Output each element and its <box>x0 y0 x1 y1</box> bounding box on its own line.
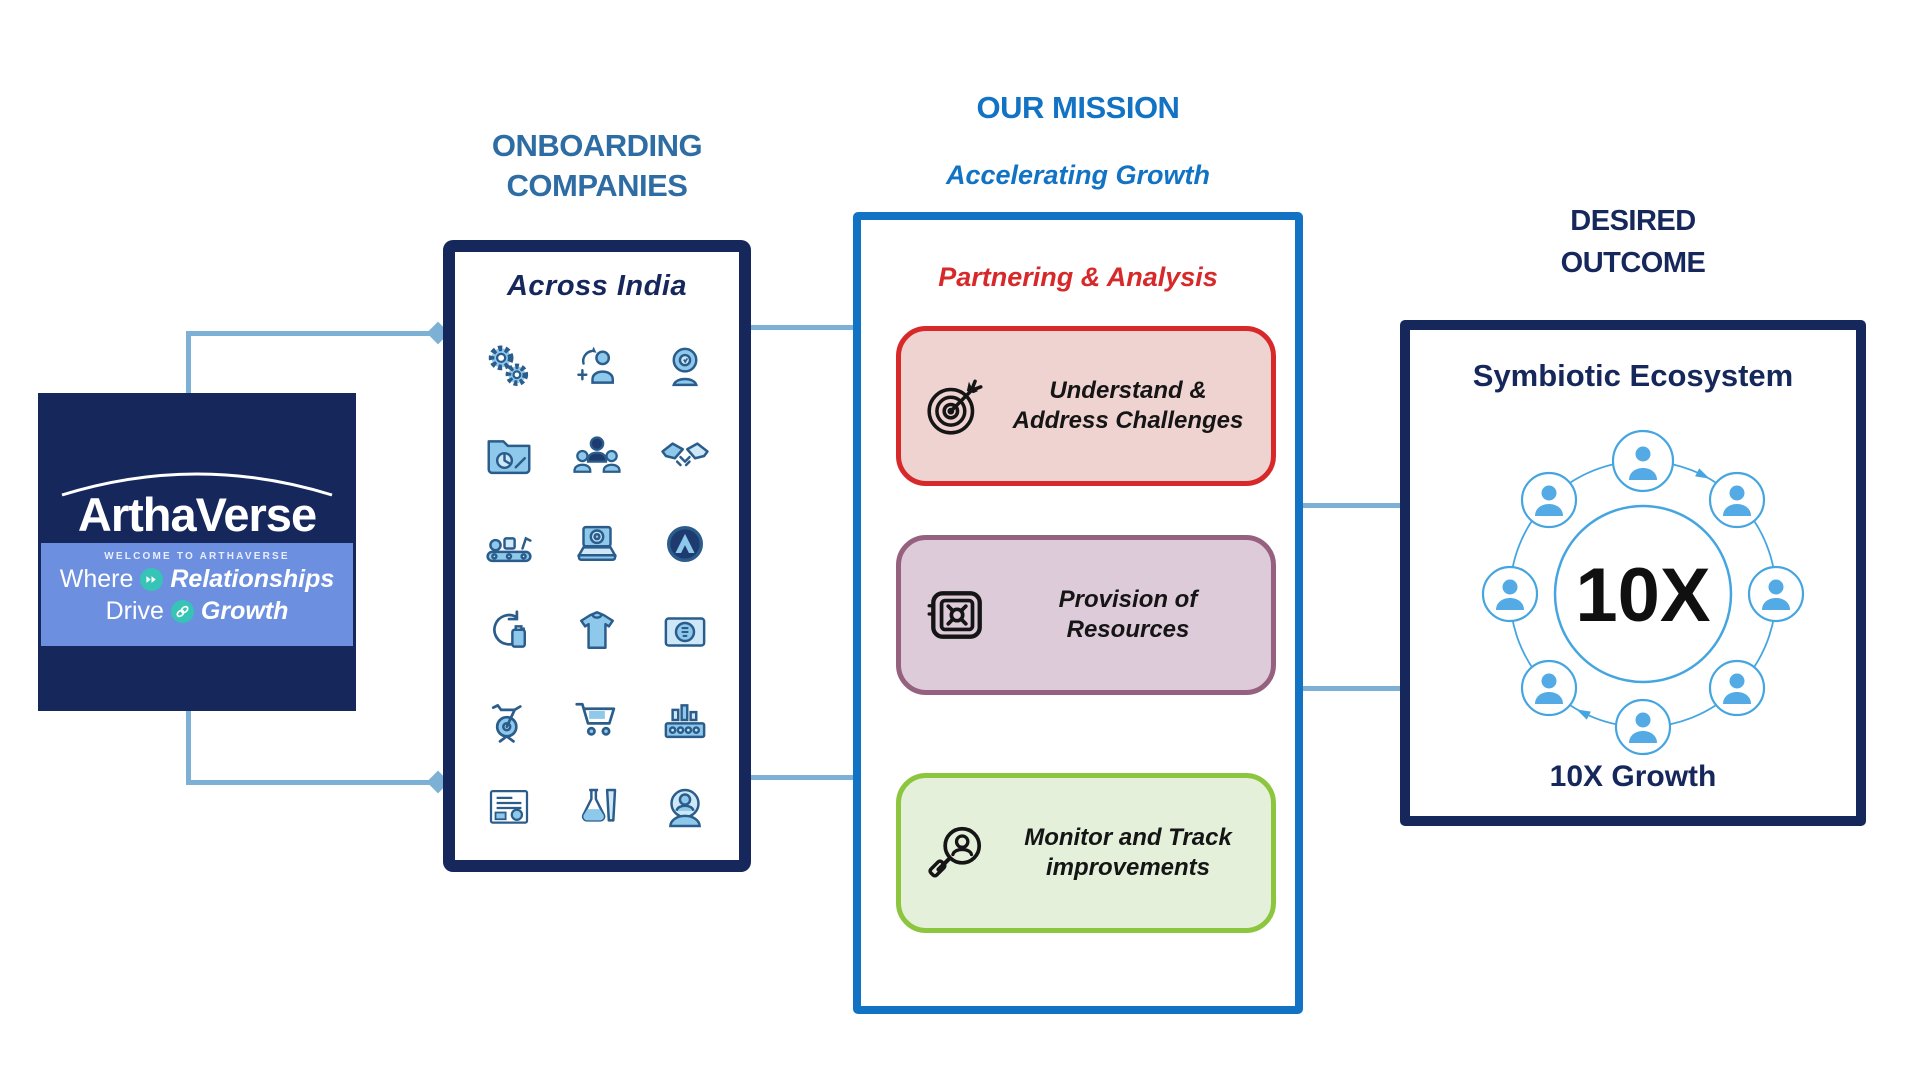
mission-card-2: Provision of Resources <box>896 535 1276 695</box>
connector-logo-top-vertical <box>186 333 191 395</box>
connector-mission-outcome-top <box>1298 503 1402 508</box>
shopping-cart-icon <box>569 692 625 748</box>
handshake-icon <box>657 428 713 484</box>
person-node <box>1520 659 1578 717</box>
apparel-icon <box>569 604 625 660</box>
outcome-title: DESIRED OUTCOME <box>1458 200 1808 284</box>
outcome-heading: Symbiotic Ecosystem <box>1472 358 1794 393</box>
target-icon <box>923 373 989 439</box>
onboarding-icon-grid <box>465 324 729 852</box>
person-node <box>1747 565 1805 623</box>
ecosystem-diagram: 10X <box>1481 429 1805 756</box>
project-folder-icon <box>481 428 537 484</box>
connector-logo-bottom-vertical <box>186 710 191 784</box>
connector-mission-outcome-bottom <box>1298 686 1402 691</box>
person-node <box>1614 698 1672 756</box>
person-node <box>1708 659 1766 717</box>
tagline-word-drive: Drive <box>105 597 164 625</box>
mission-box: Partnering & Analysis Understand & Addre… <box>853 212 1303 1014</box>
connector-onboarding-mission-bottom <box>748 775 855 780</box>
brand-badge-icon <box>657 516 713 572</box>
outcome-caption: 10X Growth <box>1549 760 1717 793</box>
gears-icon <box>481 340 537 396</box>
outcome-title-line2: OUTCOME <box>1560 247 1706 280</box>
person-node <box>1481 565 1539 623</box>
outcome-title-line1: DESIRED <box>1570 205 1696 237</box>
onboarding-title: ONBOARDING COMPANIES <box>422 126 772 207</box>
magnifier-person-icon <box>923 820 989 886</box>
onboarding-title-line2: COMPANIES <box>506 168 688 204</box>
ecosystem-center-label: 10X <box>1575 553 1711 638</box>
recycle-icon <box>481 604 537 660</box>
mission-subtitle: Accelerating Growth <box>945 160 1211 190</box>
onboarding-box: Across India <box>443 240 751 872</box>
laptop-icon <box>569 516 625 572</box>
tagline-word-relationships: Relationships <box>170 565 335 593</box>
mission-card-1: Understand & Address Challenges <box>896 326 1276 486</box>
logo-tagline-line1: Where Relationships <box>41 564 353 594</box>
person-node <box>1708 471 1766 529</box>
onboarding-title-line1: ONBOARDING <box>491 128 703 163</box>
tagline-word-growth: Growth <box>200 597 289 625</box>
team-icon <box>569 428 625 484</box>
onboarding-subtitle: Across India <box>506 270 688 302</box>
arthaverse-logo: ArthaVerse WELCOME TO ARTHAVERSE Where R… <box>38 393 356 711</box>
recruitment-icon <box>569 340 625 396</box>
mission-card-label: Understand & Address Challenges <box>1012 377 1244 434</box>
webcam-icon <box>657 340 713 396</box>
chain-link-icon <box>170 599 194 623</box>
vault-icon <box>923 582 989 648</box>
customer-avatar-icon <box>657 780 713 836</box>
connector-onboarding-mission-top <box>748 325 855 330</box>
lab-flask-icon <box>569 780 625 836</box>
person-node <box>1611 429 1675 493</box>
mission-card-label: Monitor and Track improvements <box>1024 824 1232 881</box>
logo-arc <box>61 472 333 497</box>
connector-logo-top-horizontal <box>186 331 436 336</box>
connector-logo-bottom-horizontal <box>186 780 436 785</box>
logo-welcome-text: WELCOME TO ARTHAVERSE <box>104 551 290 562</box>
mission-title: OUR MISSION <box>976 90 1180 125</box>
person-node <box>1520 471 1578 529</box>
logo-tagline-line2: Drive Growth <box>41 596 353 626</box>
mission-card-3: Monitor and Track improvements <box>896 773 1276 933</box>
certificate-icon <box>481 780 537 836</box>
tagline-word-where: Where <box>59 565 134 593</box>
mission-card-label: Provision of Resources <box>1058 586 1198 643</box>
fast-forward-icon <box>140 567 164 591</box>
factory-icon <box>657 692 713 748</box>
coin-display-icon <box>657 604 713 660</box>
production-line-icon <box>481 516 537 572</box>
logo-tagline-strip: WELCOME TO ARTHAVERSE Where Relationship… <box>41 543 353 646</box>
mission-heading: Partnering & Analysis <box>938 262 1218 292</box>
logo-brand-text: ArthaVerse <box>77 488 317 541</box>
exercise-bike-icon <box>481 692 537 748</box>
outcome-box: Symbiotic Ecosystem 10X 10X Growth <box>1400 320 1866 826</box>
